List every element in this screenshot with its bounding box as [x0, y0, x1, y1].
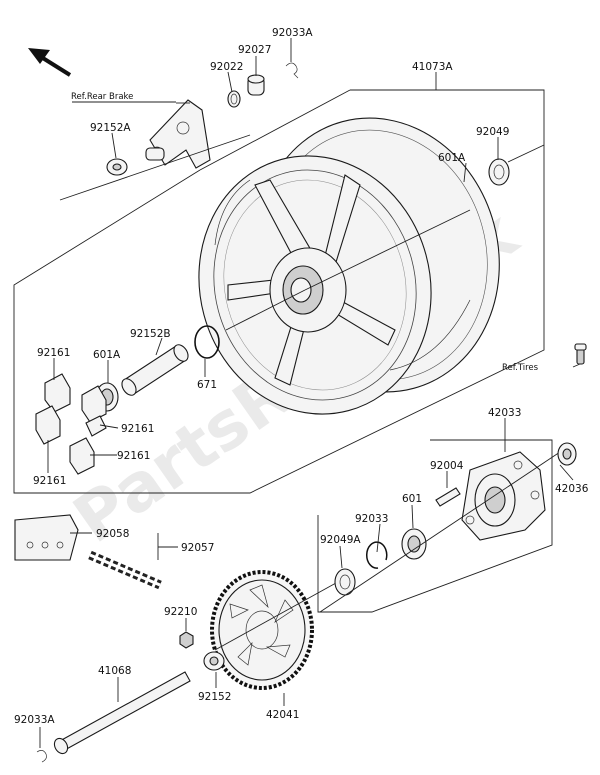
label-601A-mid: 601A — [93, 349, 121, 361]
label-92161-d: 92161 — [33, 475, 66, 487]
tire-valve — [574, 343, 587, 365]
arrow-up-left-icon — [28, 48, 72, 77]
part-601-bearing — [401, 528, 427, 560]
label-601: 601 — [402, 493, 422, 505]
label-41068: 41068 — [98, 665, 131, 677]
caliper-bracket — [145, 99, 211, 169]
label-92161-c: 92161 — [117, 450, 150, 462]
label-92152: 92152 — [198, 691, 231, 703]
drive-chain — [14, 514, 162, 590]
label-92210: 92210 — [164, 606, 197, 618]
label-42033: 42033 — [488, 407, 521, 419]
part-92049-seal — [488, 158, 510, 186]
part-92152-collar — [203, 651, 225, 671]
wheel-frame — [13, 89, 545, 494]
label-92033A-bottom: 92033A — [14, 714, 55, 726]
label-671: 671 — [197, 379, 217, 391]
part-92033A-clip-top — [285, 62, 299, 79]
label-41073A: 41073A — [412, 61, 453, 73]
part-92022-ring — [227, 90, 241, 108]
part-92161-dampers — [35, 373, 107, 475]
part-92152B-spacer — [121, 344, 189, 396]
label-92033A-top: 92033A — [272, 27, 313, 39]
part-41068-axle — [53, 671, 191, 755]
part-42036-collar — [557, 442, 577, 466]
label-92027: 92027 — [238, 44, 271, 56]
part-92027-collar — [247, 74, 265, 96]
part-92210-nut — [179, 631, 194, 649]
label-42041: 42041 — [266, 709, 299, 721]
hub-frame — [317, 439, 553, 613]
label-92033: 92033 — [355, 513, 388, 525]
label-92058: 92058 — [96, 528, 129, 540]
label-92152B: 92152B — [130, 328, 171, 340]
label-92049: 92049 — [476, 126, 509, 138]
part-92033A-clip-bottom — [36, 750, 47, 763]
leader-lines — [39, 38, 581, 748]
rear-sprocket — [210, 570, 314, 690]
label-92161-a: 92161 — [37, 347, 70, 359]
part-92049A-seal — [334, 568, 356, 596]
label-601A-top: 601A — [438, 152, 466, 164]
label-92049A: 92049A — [320, 534, 361, 546]
part-671-oring — [194, 325, 220, 359]
label-92022: 92022 — [210, 61, 243, 73]
label-92161-b: 92161 — [121, 423, 154, 435]
ref-rear-brake: Ref.Rear Brake — [71, 92, 133, 102]
label-92152A: 92152A — [90, 122, 131, 134]
ref-tires: Ref.Tires — [502, 363, 539, 373]
part-92004-stud — [435, 487, 461, 507]
label-92057: 92057 — [181, 542, 214, 554]
label-92004: 92004 — [430, 460, 464, 472]
part-92033-circlip — [366, 541, 388, 569]
part-42033-coupling — [461, 451, 546, 541]
label-42036: 42036 — [555, 483, 589, 495]
part-92152A-collar — [106, 158, 128, 176]
